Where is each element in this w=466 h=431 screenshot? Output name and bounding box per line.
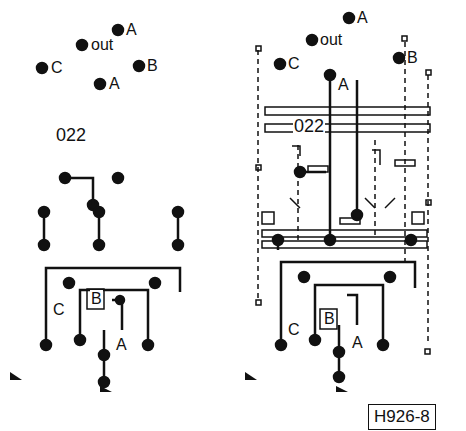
part-number: 022 — [293, 117, 325, 135]
pin-label: A — [337, 76, 350, 94]
part-number: 022 — [55, 126, 87, 144]
pin-label: A — [125, 21, 138, 39]
pin-label: A — [108, 75, 121, 93]
pin-label: B — [90, 290, 103, 308]
pin-label: A — [115, 336, 128, 354]
pin-label: B — [406, 49, 419, 67]
pin-label: C — [287, 321, 301, 339]
pin-label: out — [319, 31, 343, 49]
pin-label: C — [52, 301, 66, 319]
figure-id-box: H926-8 — [368, 404, 436, 430]
pin-label: out — [90, 36, 114, 54]
pin-label: C — [50, 59, 64, 77]
pin-label: A — [356, 9, 369, 27]
pin-label: A — [351, 334, 364, 352]
pin-label: B — [323, 310, 336, 328]
figure-id: H926-8 — [374, 407, 430, 426]
pin-label: B — [146, 57, 159, 75]
pin-label: C — [287, 55, 301, 73]
